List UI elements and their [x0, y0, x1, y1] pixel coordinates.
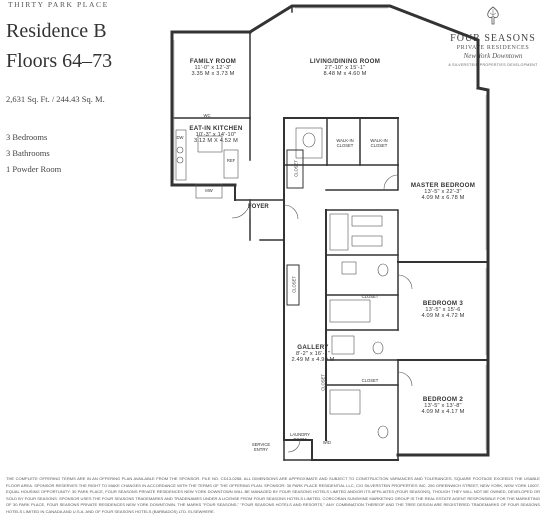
closet-label: CLOSET	[361, 378, 379, 383]
logo-developer: A SILVERSTEIN PROPERTIES DEVELOPMENT	[448, 63, 538, 67]
logo-name: FOUR SEASONS	[450, 33, 536, 44]
tree-icon	[487, 6, 499, 25]
laundry-room-label: LAUNDRY ROOM	[290, 432, 310, 442]
floors-title: Floors 64–73	[6, 50, 113, 72]
kitchen-label: EAT-IN KITCHEN 10'-3" x 14'-10" 3.12 M X…	[189, 125, 243, 144]
bathroom-count: 3 Bathrooms	[6, 148, 50, 158]
living-room-walls	[247, 4, 480, 90]
bedroom-3-label: BEDROOM 3 13'-5" x 15'-6 4.09 M x 4.72 M	[421, 300, 465, 319]
closet-label: CLOSET	[361, 294, 379, 299]
microwave-label: MW	[205, 188, 213, 193]
powder-room-count: 1 Powder Room	[6, 164, 62, 174]
gallery-label: GALLERY 8'-2" x 16'-1" 2.49 M x 4.90 M	[291, 344, 335, 363]
closet-label: CLOSET	[320, 374, 326, 391]
legal-disclaimer: THE COMPLETE OFFERING TERMS ARE IN AN OF…	[6, 476, 540, 514]
walk-in-closet-label: WALK-IN CLOSET	[370, 138, 388, 148]
master-bedroom-label: MASTER BEDROOM 13'-5" x 22'-3" 4.09 M x …	[410, 182, 476, 201]
closet-label: CLOSET	[291, 276, 297, 293]
bedroom-count: 3 Bedrooms	[6, 132, 48, 142]
logo-subtitle: PRIVATE RESIDENCES	[456, 45, 530, 51]
closet-label: CLOSET	[293, 160, 299, 177]
refrigerator-label: REF	[226, 158, 236, 163]
master-bedroom-walls	[476, 86, 490, 257]
family-room-label: FAMILY ROOM 11'-0" x 12'-3" 3.35 M x 3.7…	[189, 58, 237, 77]
wc-label: WC	[203, 113, 211, 118]
dishwasher-label: DW	[176, 135, 184, 140]
walk-in-closet-label: WALK-IN CLOSET	[336, 138, 354, 148]
residence-title: Residence B	[6, 20, 107, 42]
washer-dryer-label: W/D	[322, 440, 332, 445]
living-dining-room-label: LIVING/DINING ROOM 27'-10" x 15'-1" 8.48…	[309, 58, 381, 77]
area-size: 2,631 Sq. Ft. / 244.43 Sq. M.	[6, 94, 105, 104]
service-entry-label: SERVICE ENTRY	[251, 442, 271, 452]
logo-city: New York Downtown	[463, 52, 523, 60]
building-name: THIRTY PARK PLACE	[8, 0, 109, 9]
four-seasons-logo: FOUR SEASONS PRIVATE RESIDENCES New York…	[447, 6, 539, 67]
foyer-label: FOYER	[248, 204, 269, 210]
bedroom-2-label: BEDROOM 2 13'-5" x 13'-8" 4.09 M x 4.17 …	[421, 396, 465, 415]
